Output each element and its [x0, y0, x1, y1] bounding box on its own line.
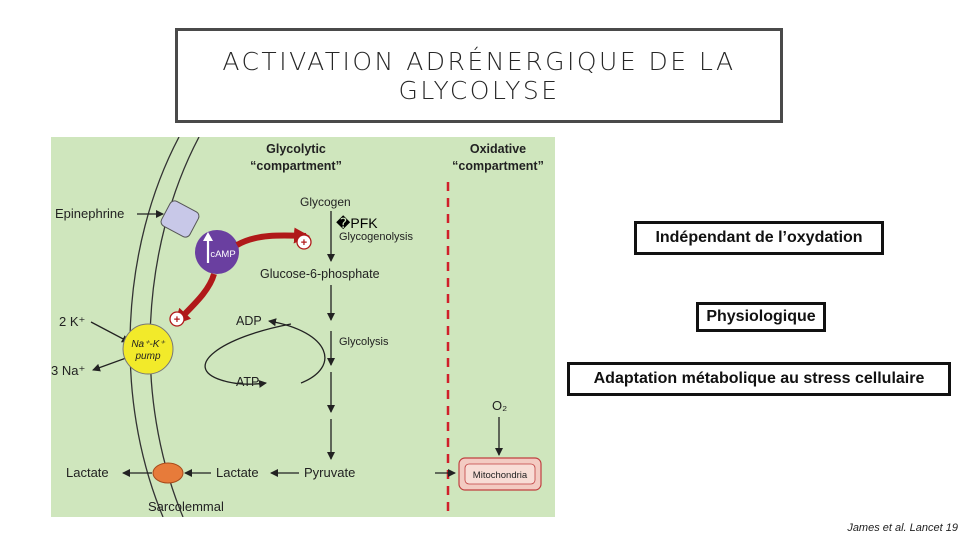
pump-label-2: pump	[134, 351, 160, 362]
adp-label: ADP	[236, 314, 262, 328]
callout-independent: Indépendant de l’oxydation	[634, 221, 884, 255]
pump-label-1: Na⁺-K⁺	[131, 339, 165, 350]
camp-label: cAMP	[210, 249, 235, 260]
pfk-label: �PFK	[336, 215, 378, 231]
energy-cycle-bottom	[268, 318, 326, 384]
g6p-label: Glucose-6-phosphate	[260, 267, 380, 281]
lactate-outer-label: Lactate	[66, 465, 109, 480]
plus-sign-pump: +	[174, 314, 180, 326]
oxidative-heading-1: Oxidative	[470, 142, 526, 156]
diagram-background	[51, 137, 555, 517]
mitochondria-label: Mitochondria	[473, 470, 528, 481]
camp-to-glycogenolysis-arrow	[235, 227, 310, 248]
slide-title-line-1: ACTIVATION ADRÉNERGIQUE DE LA	[222, 46, 736, 76]
callout-adaptation: Adaptation métabolique au stress cellula…	[567, 362, 951, 396]
plus-badge-glycogenolysis	[296, 234, 312, 250]
atp-label: ATP	[236, 375, 259, 389]
glycolysis-diagram: Glycolytic “compartment” Oxidative “comp…	[51, 137, 555, 517]
membrane-outer	[129, 137, 180, 517]
lactate-transporter	[152, 462, 184, 484]
epinephrine-label: Epinephrine	[55, 206, 124, 221]
k-ion-label: 2 K⁺	[59, 314, 85, 329]
title-box: ACTIVATION ADRÉNERGIQUE DE LA GLYCOLYSE	[175, 28, 783, 123]
glycolytic-heading-2: “compartment”	[250, 159, 342, 173]
glycolysis-label: Glycolysis	[339, 336, 389, 348]
oxidative-heading-2: “compartment”	[452, 159, 544, 173]
sarcolemmal-label: Sarcolemmal	[148, 499, 224, 514]
pyruvate-label: Pyruvate	[304, 465, 355, 480]
na-k-pump	[122, 323, 174, 375]
lactate-inner-label: Lactate	[216, 465, 259, 480]
plus-badge-pump	[169, 311, 185, 327]
na-ion-arrow	[92, 356, 130, 372]
energy-cycle-top	[204, 323, 292, 388]
o2-label: O₂	[492, 398, 507, 413]
plus-sign-glycogenolysis: +	[301, 237, 307, 249]
receptor	[160, 200, 200, 238]
glycolytic-heading-1: Glycolytic	[266, 142, 326, 156]
callout-physiological: Physiologique	[696, 302, 826, 332]
mitochondria-inner	[464, 463, 536, 485]
camp-up-arrowhead	[203, 232, 213, 241]
citation: James et al. Lancet 19	[847, 522, 958, 534]
glycogenolysis-label: Glycogenolysis	[339, 231, 413, 243]
na-ion-label: 3 Na⁺	[51, 363, 85, 378]
slide-title-line-2: GLYCOLYSE	[398, 75, 560, 105]
k-ion-arrow	[90, 321, 130, 343]
glycogen-label: Glycogen	[300, 195, 351, 209]
